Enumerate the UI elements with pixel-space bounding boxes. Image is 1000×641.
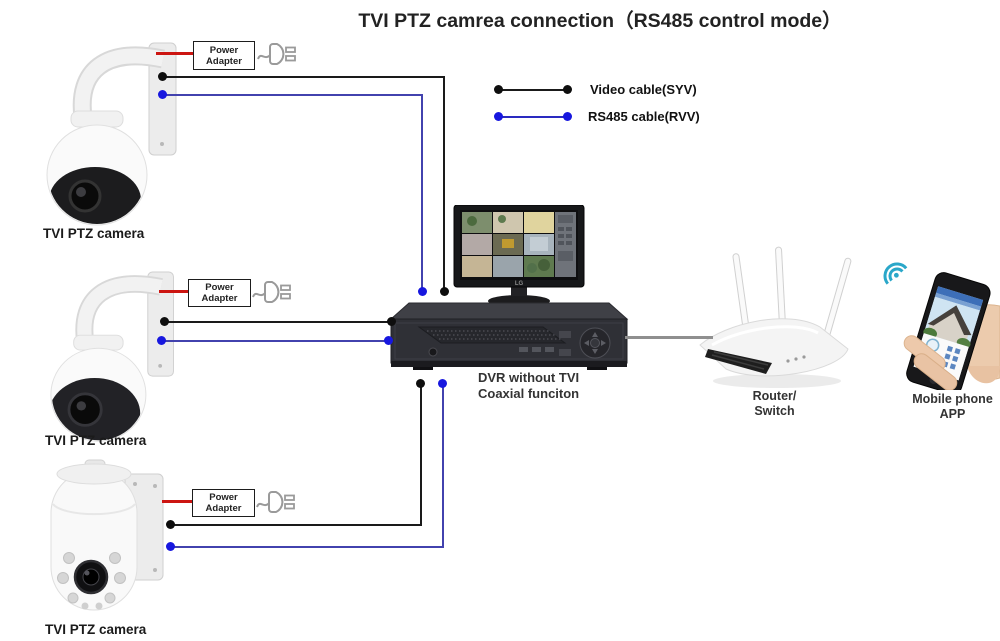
power-adapter-label-line: Adapter — [206, 55, 242, 67]
cable-node-dot — [384, 336, 393, 345]
mobile-phone-label: Mobile phone APP — [905, 392, 1000, 422]
power-adapter-label-line: Power — [205, 282, 234, 293]
router-label-line1: Router/ — [752, 389, 797, 403]
monitor-image: LG — [453, 205, 585, 307]
power-adapter-label-line: Adapter — [205, 503, 242, 514]
cable-node-dot — [416, 379, 425, 388]
mobile-phone-image — [883, 262, 1000, 390]
camera3-rs485-cable — [442, 383, 444, 548]
mobile-label-line1: Mobile phone — [912, 392, 993, 406]
camera3-video-cable — [420, 383, 422, 526]
page-title: TVI PTZ camrea connection（RS485 control … — [358, 10, 842, 32]
dvr-label: DVR without TVI Coaxial funciton — [478, 370, 579, 402]
legend-video-dot-left — [494, 85, 503, 94]
monitor-brand-logo: LG — [515, 281, 524, 287]
monitor-screen-grid — [462, 212, 554, 277]
camera2-power-cable — [159, 290, 188, 293]
power-plug-icon — [252, 281, 291, 303]
legend-rs485-line — [499, 116, 568, 118]
legend-video-dot-right — [563, 85, 572, 94]
camera2-label: TVI PTZ camera — [45, 433, 147, 448]
camera3-power-cable — [162, 500, 192, 503]
router-label: Router/ Switch — [732, 389, 817, 419]
camera1-label: TVI PTZ camera — [43, 226, 145, 241]
camera2-video-cable — [165, 321, 393, 323]
camera1-rs485-cable — [421, 94, 423, 291]
power-adapter-label-line: Power — [209, 44, 239, 56]
router-label-line2: Switch — [754, 404, 795, 418]
legend-rs485-dot-right — [563, 112, 572, 121]
legend-rs485-label: RS485 cable(RVV) — [588, 109, 700, 124]
mobile-label-line2: APP — [939, 407, 966, 421]
camera3-rs485-cable — [171, 546, 444, 548]
router-image — [699, 246, 852, 388]
power-adapter-box-3: Power Adapter — [192, 489, 255, 517]
camera1-video-cable — [443, 76, 445, 292]
power-adapter-box-2: Power Adapter — [188, 279, 251, 307]
camera1-rs485-cable — [163, 94, 423, 96]
power-plug-icon — [256, 491, 295, 513]
dvr-image — [389, 302, 629, 370]
cable-node-dot — [157, 336, 166, 345]
cable-node-dot — [438, 379, 447, 388]
power-plug-icon — [257, 43, 296, 65]
cable-node-dot — [158, 72, 167, 81]
cable-node-dot — [166, 542, 175, 551]
power-adapter-box-1: Power Adapter — [193, 41, 255, 70]
camera3-label: TVI PTZ camera — [45, 622, 147, 637]
camera1-power-cable — [156, 52, 193, 55]
cable-node-dot — [387, 317, 396, 326]
cable-node-dot — [166, 520, 175, 529]
ptz-camera-2-image — [50, 271, 174, 442]
camera3-video-cable — [171, 524, 422, 526]
legend-video-label: Video cable(SYV) — [590, 82, 697, 97]
wifi-icon — [883, 262, 908, 285]
legend-video-line — [499, 89, 568, 91]
ptz-camera-3-image — [50, 459, 164, 611]
cable-node-dot — [440, 287, 449, 296]
cable-node-dot — [160, 317, 169, 326]
power-adapter-label-line: Adapter — [201, 293, 238, 304]
dvr-label-line1: DVR without TVI — [478, 370, 580, 385]
power-adapter-label-line: Power — [209, 492, 238, 503]
legend-rs485-dot-left — [494, 112, 503, 121]
camera2-rs485-cable — [162, 340, 390, 342]
ptz-camera-1-image — [46, 42, 177, 226]
camera1-video-cable — [163, 76, 445, 78]
dvr-router-link-line — [625, 336, 713, 339]
cable-node-dot — [158, 90, 167, 99]
cable-node-dot — [418, 287, 427, 296]
dvr-label-line2: Coaxial funciton — [478, 386, 580, 401]
